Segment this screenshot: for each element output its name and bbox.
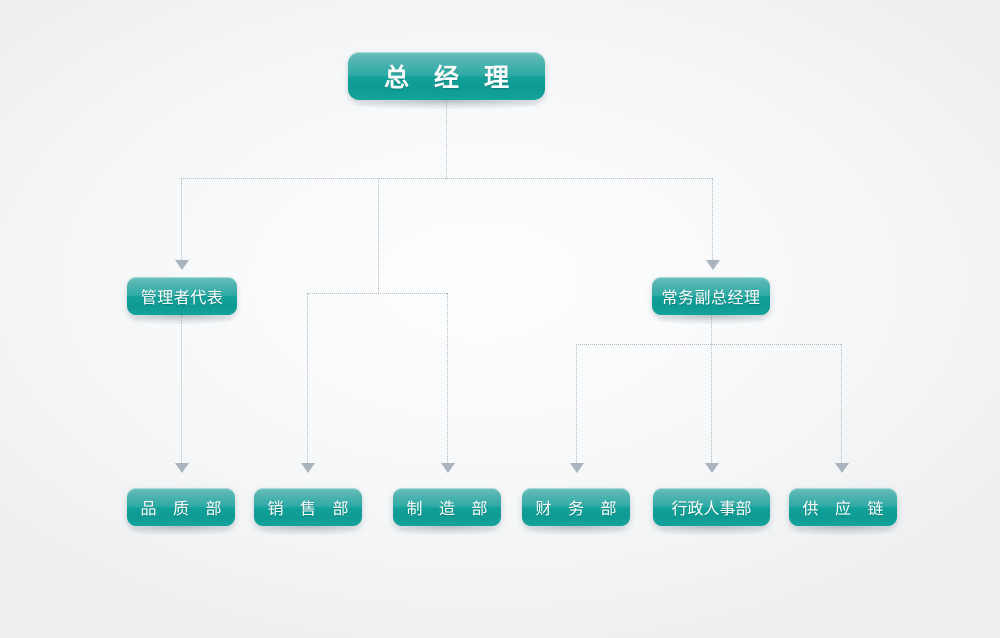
connector-to-mgmt-rep — [181, 178, 182, 260]
arrowhead-admin-hr — [705, 463, 719, 473]
connector-to-manufacturing — [447, 293, 448, 463]
node-manufacturing-dept[interactable]: 制 造 部 — [393, 488, 501, 535]
node-admin-hr-dept[interactable]: 行政人事部 — [653, 488, 770, 535]
node-sales-dept-label: 销 售 部 — [267, 501, 355, 518]
node-general-manager-label: 总 经 理 — [384, 64, 518, 92]
arrowhead-supply-chain — [835, 463, 849, 473]
arrowhead-manufacturing — [441, 463, 455, 473]
connector-middle-branch-trunk — [378, 178, 379, 293]
arrowhead-mgmt-rep — [175, 260, 189, 270]
connector-to-finance — [576, 344, 577, 463]
node-mgmt-rep[interactable]: 管理者代表 — [127, 277, 237, 324]
node-sales-dept[interactable]: 销 售 部 — [254, 488, 362, 535]
node-finance-dept-label: 财 务 部 — [535, 501, 623, 518]
connector-right-bus — [576, 344, 841, 345]
node-quality-dept-label: 品 质 部 — [140, 501, 228, 518]
arrowhead-deputy-gm — [706, 260, 720, 270]
node-supply-chain-label: 供 应 链 — [802, 501, 890, 518]
arrowhead-finance — [570, 463, 584, 473]
node-deputy-gm-label: 常务副总经理 — [661, 290, 761, 307]
node-manufacturing-dept-label: 制 造 部 — [406, 501, 494, 518]
node-deputy-gm[interactable]: 常务副总经理 — [652, 277, 770, 324]
connector-to-deputy-gm — [712, 178, 713, 260]
connector-deputy-gm-trunk — [711, 315, 712, 344]
node-quality-dept[interactable]: 品 质 部 — [127, 488, 235, 535]
connector-main-bus — [181, 178, 712, 179]
connector-root-trunk — [446, 100, 447, 179]
node-general-manager[interactable]: 总 经 理 — [348, 52, 545, 109]
node-admin-hr-dept-label: 行政人事部 — [671, 501, 752, 518]
connector-to-supply-chain — [841, 344, 842, 463]
arrowhead-sales — [301, 463, 315, 473]
connector-mgmt-rep-to-quality — [181, 315, 182, 463]
node-finance-dept[interactable]: 财 务 部 — [522, 488, 630, 535]
connector-to-sales — [307, 293, 308, 463]
node-mgmt-rep-label: 管理者代表 — [140, 290, 224, 307]
connector-to-admin-hr — [711, 344, 712, 463]
node-supply-chain[interactable]: 供 应 链 — [789, 488, 897, 535]
arrowhead-quality — [175, 463, 189, 473]
connector-middle-bus — [307, 293, 447, 294]
